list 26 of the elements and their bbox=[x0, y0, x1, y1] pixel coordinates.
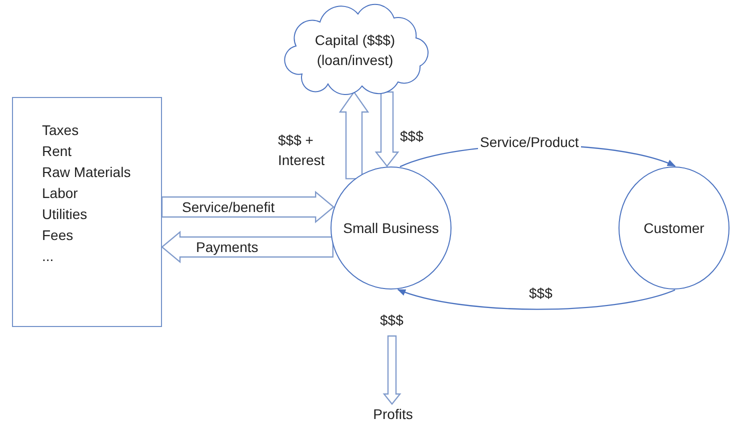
edge-label: $$$ bbox=[398, 128, 426, 144]
list-box bbox=[12, 97, 162, 327]
node-text: Labor bbox=[42, 184, 78, 203]
node-text: Fees bbox=[42, 226, 74, 245]
node-text: Raw Materials bbox=[42, 163, 131, 182]
arrow bbox=[397, 288, 676, 310]
node-text: Customer bbox=[644, 220, 704, 236]
node-text: Capital ($$$) (loan/invest) bbox=[314, 31, 396, 70]
node-text: Rent bbox=[42, 142, 72, 161]
node-text: ... bbox=[42, 247, 54, 266]
node-text: Taxes bbox=[42, 121, 79, 140]
ellipse-node bbox=[618, 166, 730, 290]
block-arrow bbox=[161, 190, 335, 224]
edge-label: $$$ bbox=[378, 312, 406, 328]
block-arrow bbox=[338, 90, 370, 180]
edge-label: $$$ bbox=[527, 285, 554, 301]
edge-label: Service/benefit bbox=[181, 199, 276, 215]
edge-label: Payments bbox=[195, 239, 260, 255]
node-text: Profits bbox=[358, 404, 428, 423]
edge-label: Service/Product bbox=[478, 134, 581, 150]
node-text: Small Business bbox=[343, 220, 439, 236]
ellipse-node bbox=[330, 166, 452, 290]
block-arrow bbox=[374, 91, 400, 168]
block-arrow bbox=[382, 335, 402, 405]
block-arrow bbox=[161, 230, 334, 264]
node-text: Utilities bbox=[42, 205, 88, 224]
